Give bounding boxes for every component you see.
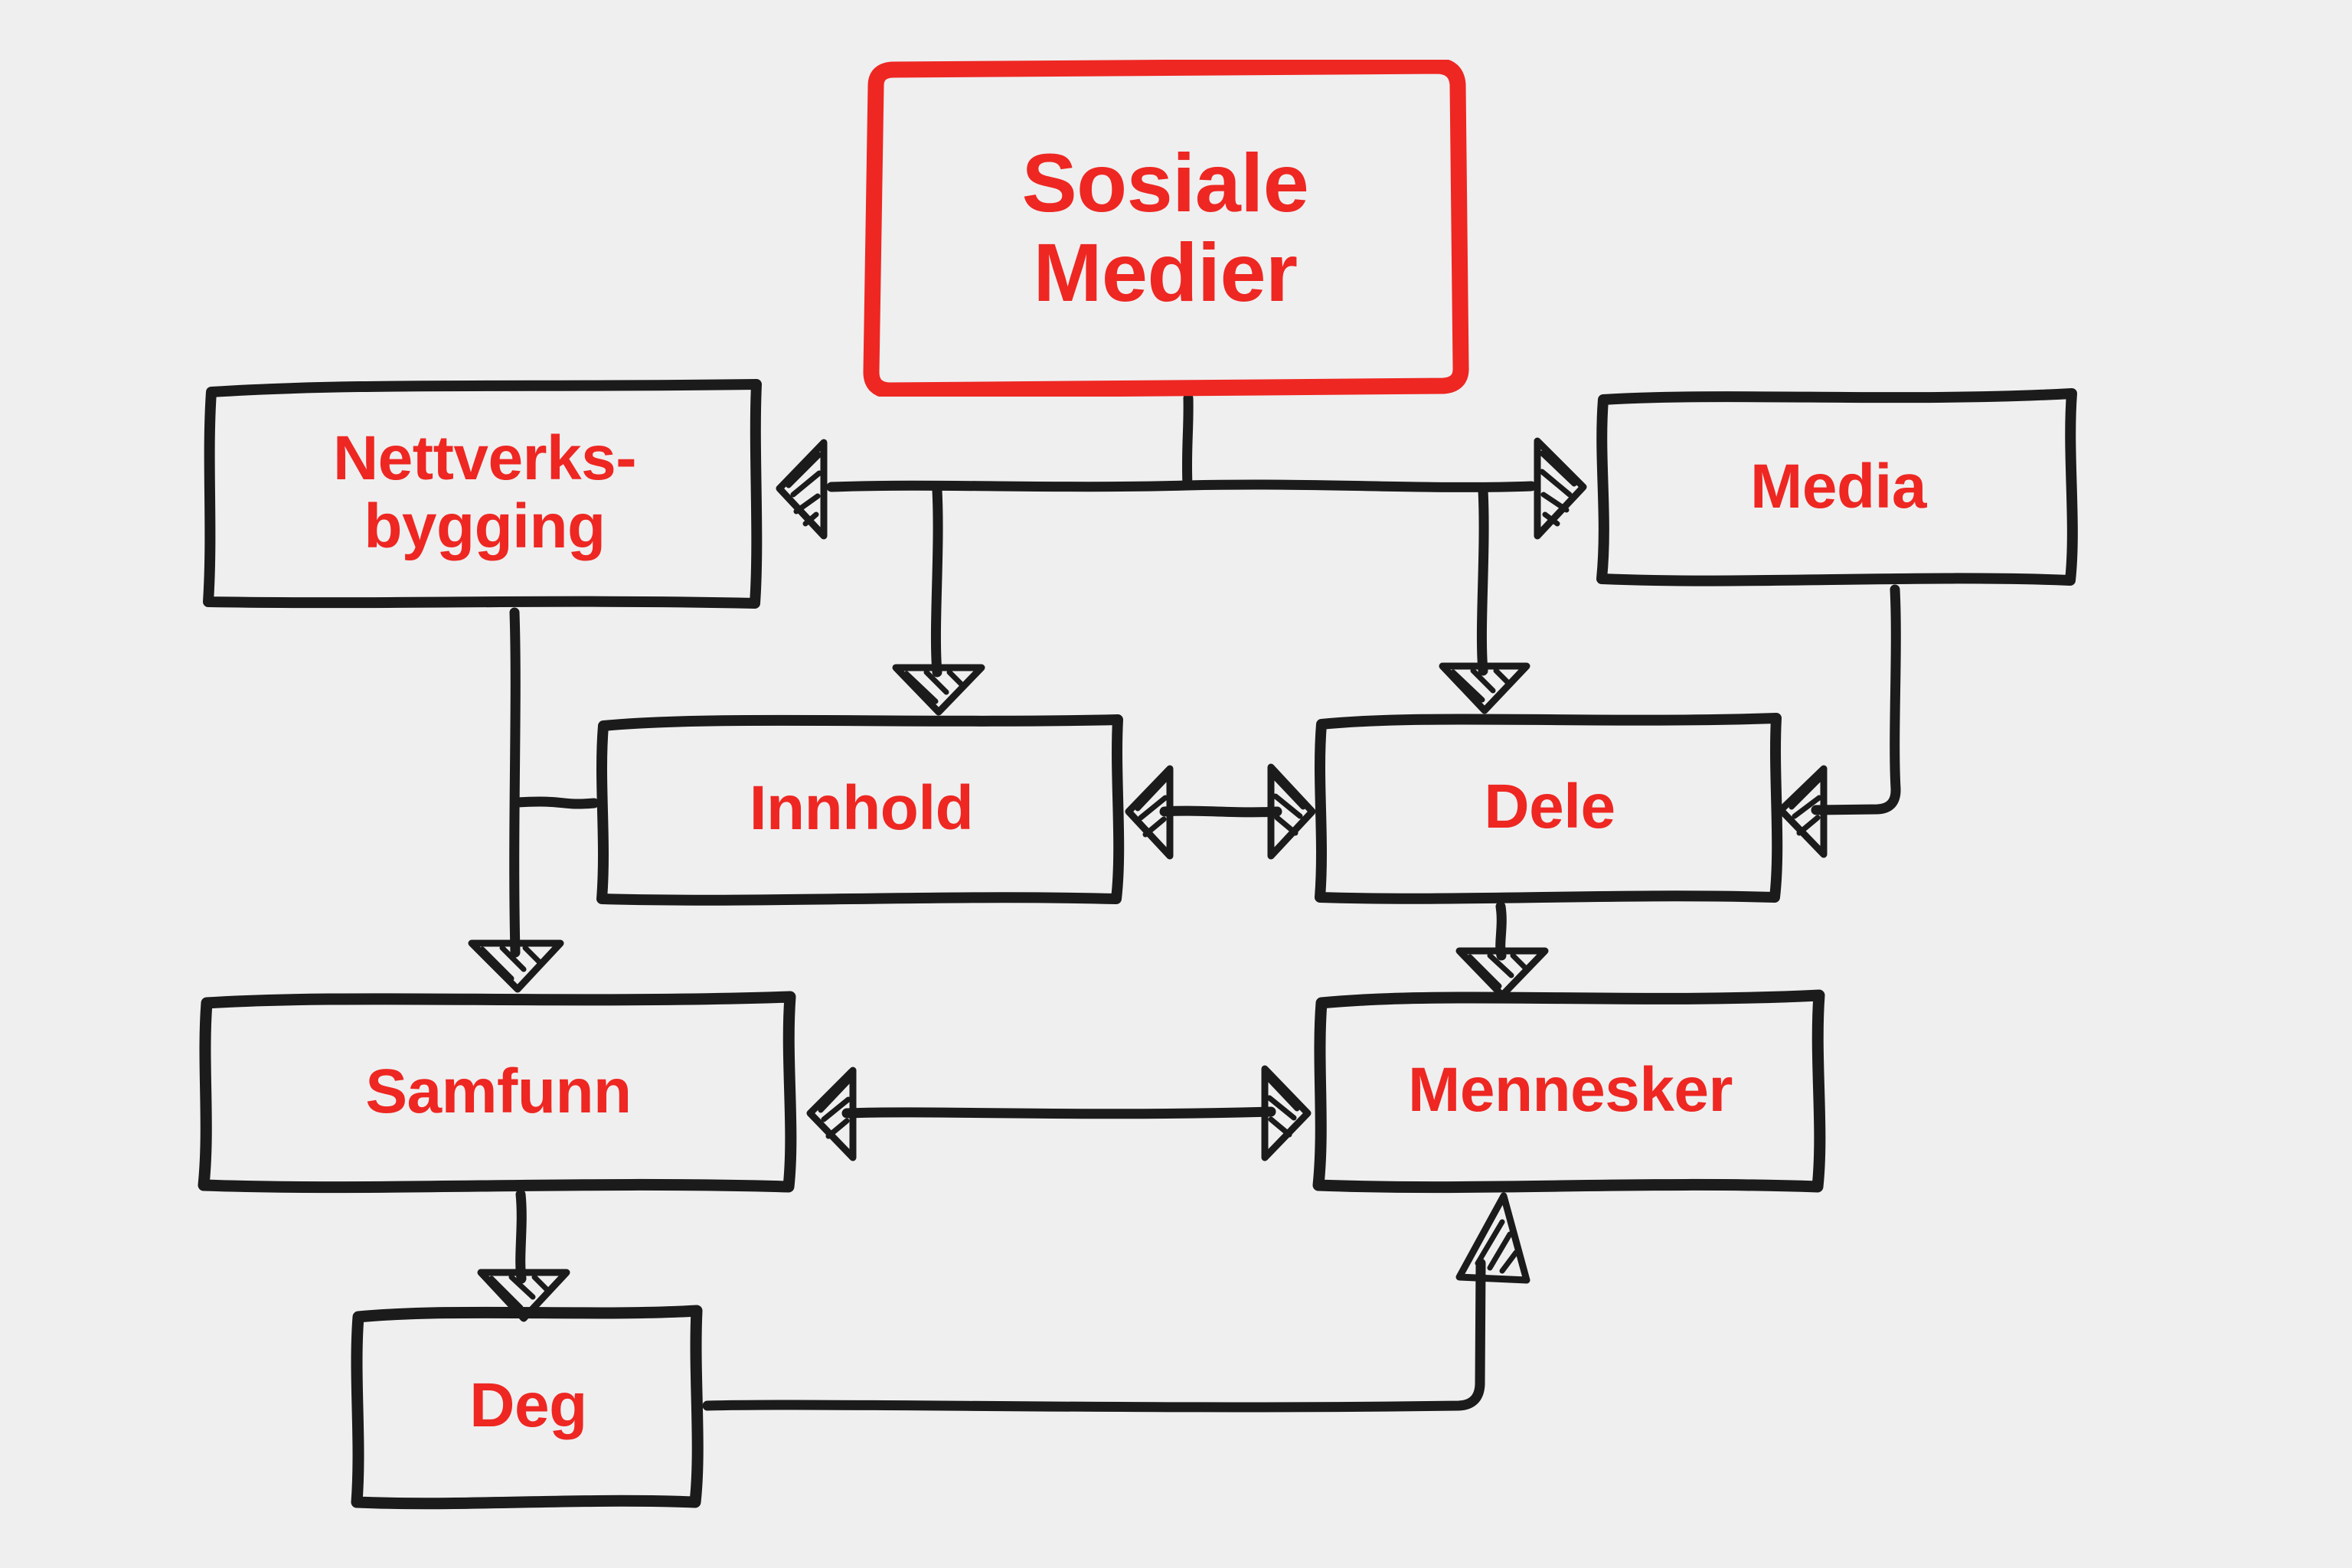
node-label-media: Media [1750,451,1926,521]
edge-distribution-bus [826,479,1537,492]
node-innhold[interactable]: Innhold [594,710,1129,906]
edge-nettverksbygging-to-innhold [511,796,599,809]
node-mennesker[interactable]: Mennesker [1311,986,1830,1194]
edge-root-to-bus [1181,393,1194,491]
arrowhead-samfunn-to-mennesker [1261,1065,1312,1161]
arrowhead-deg-to-mennesker [1455,1192,1530,1284]
node-label-nettverksbygging: Nettverks- bygging [332,423,637,561]
node-deg[interactable]: Deg [349,1302,707,1510]
arrowhead-innhold-to-dele [1267,763,1316,860]
arrowhead-media-to-dele [1777,765,1828,858]
node-label-sosiale-medier: Sosiale Medier [1021,136,1309,318]
arrowhead-bus-to-nettverksbygging [776,439,828,540]
node-sosiale-medier[interactable]: Sosiale Medier [856,60,1475,397]
arrowhead-nettverksbygging-to-samfunn [468,939,564,993]
node-label-mennesker: Mennesker [1408,1054,1733,1125]
edge-deg-to-mennesker [702,1258,1486,1413]
arrowhead-bus-to-innhold [892,664,985,716]
node-label-deg: Deg [469,1370,587,1440]
arrowhead-bus-to-dele [1439,662,1530,714]
node-nettverksbygging[interactable]: Nettverks- bygging [201,375,769,611]
arrowhead-bus-to-media [1534,437,1587,540]
node-label-samfunn: Samfunn [365,1056,632,1126]
node-label-dele: Dele [1484,771,1615,841]
node-samfunn[interactable]: Samfunn [196,989,801,1194]
edge-bus-to-innhold [930,485,943,678]
arrowhead-dele-to-innhold [1125,765,1174,860]
node-media[interactable]: Media [1594,386,2082,588]
edge-bus-to-dele [1476,485,1489,676]
node-dele[interactable]: Dele [1312,709,1787,905]
edge-dele-to-mennesker [1495,901,1507,961]
edge-samfunn-to-mennesker [841,1106,1276,1119]
node-label-innhold: Innhold [749,773,974,843]
edge-innhold-to-dele [1159,805,1282,818]
arrowhead-mennesker-to-samfunn [806,1067,857,1161]
edge-samfunn-to-deg [515,1189,527,1284]
edge-nettverksbygging-stem [509,607,521,958]
edge-media-to-dele [1811,584,1901,815]
